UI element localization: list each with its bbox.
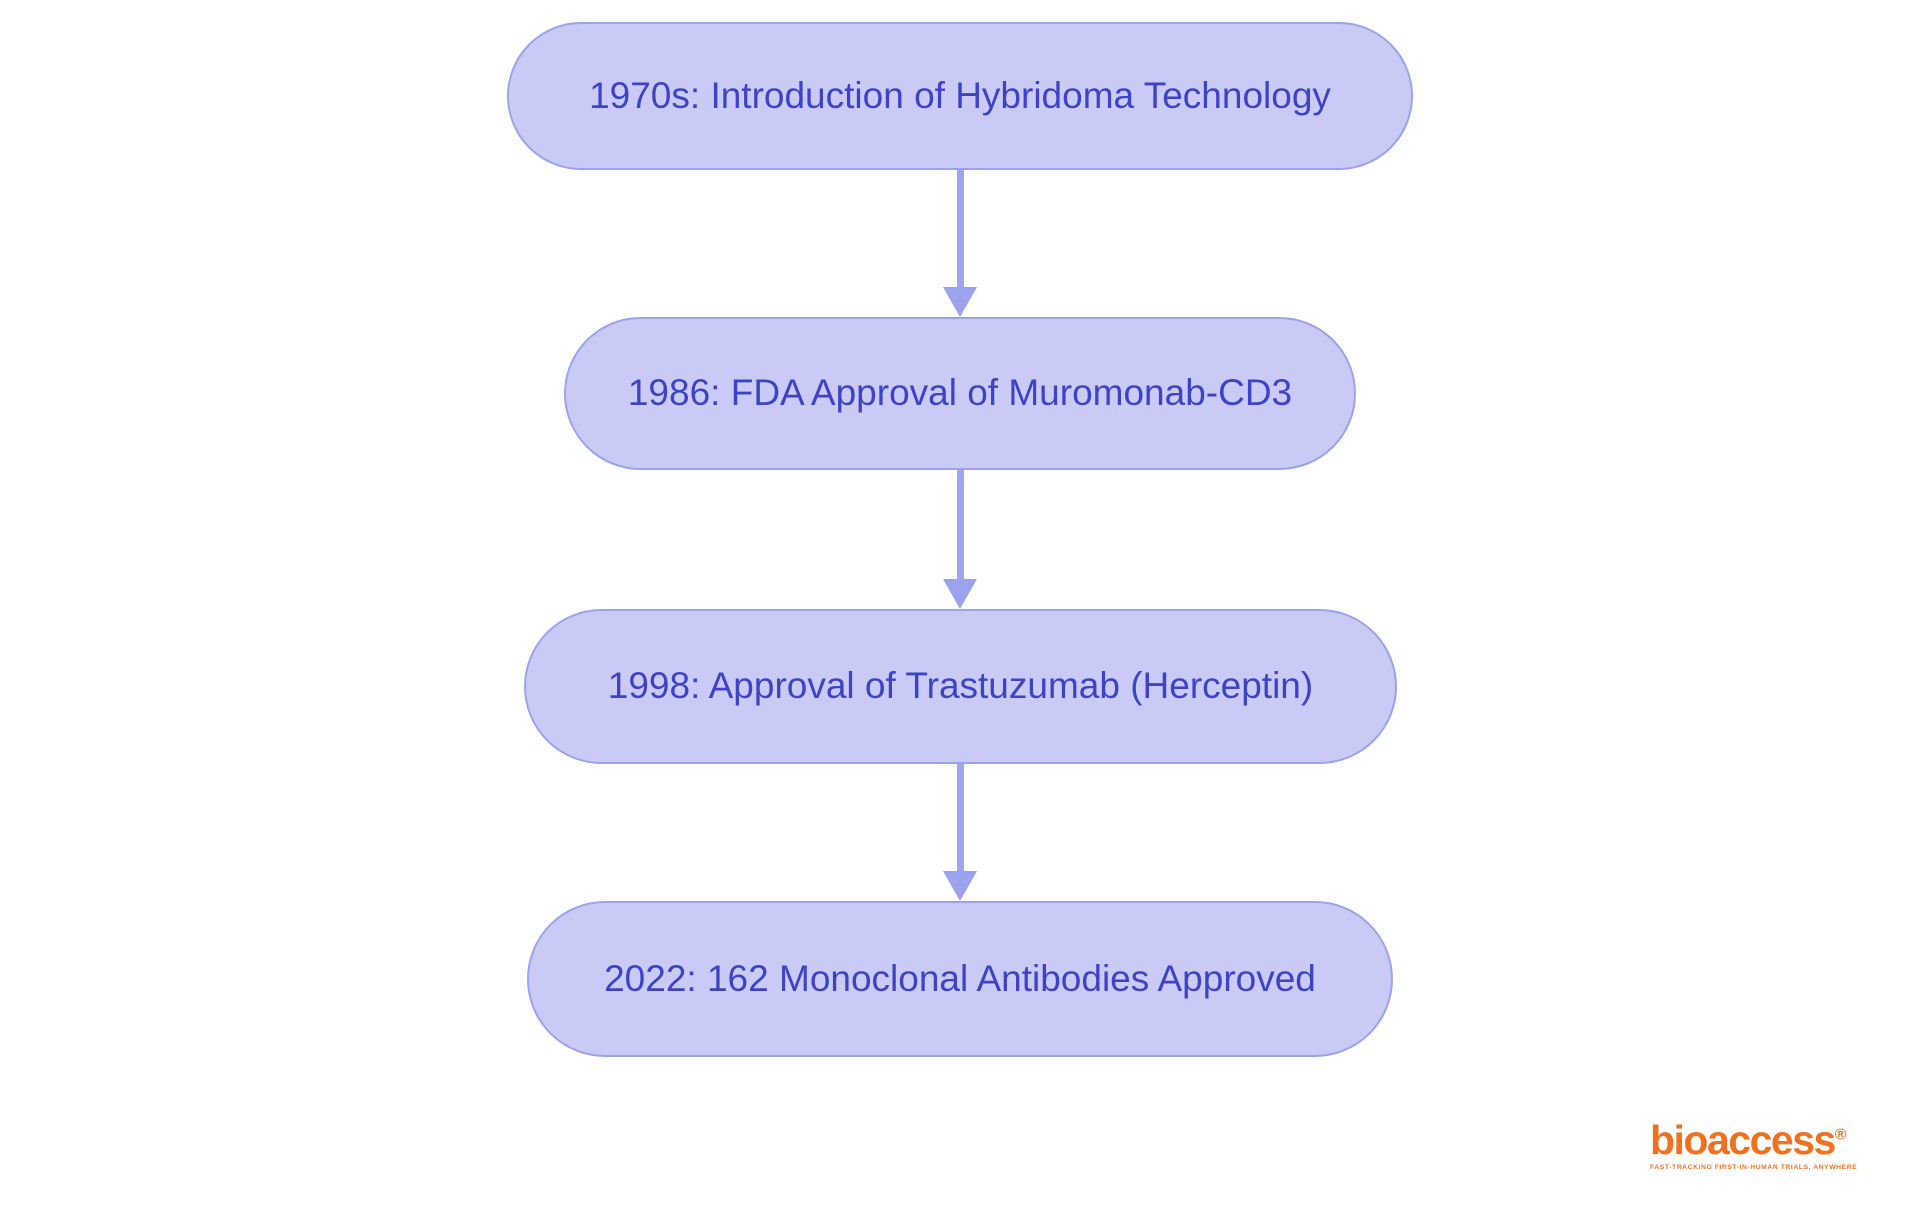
- timeline-node-label: 1986: FDA Approval of Muromonab-CD3: [627, 372, 1293, 414]
- timeline-node-label: 2022: 162 Monoclonal Antibodies Approved: [604, 957, 1316, 999]
- arrowhead-down-icon: [943, 287, 977, 317]
- flow-arrow-down-2: [943, 470, 977, 609]
- timeline-node-1998: 1998: Approval of Trastuzumab (Herceptin…: [524, 609, 1397, 764]
- bioaccess-logo: bioaccess® FAST-TRACKING FIRST-IN-HUMAN …: [1650, 1120, 1880, 1172]
- bioaccess-tagline: FAST-TRACKING FIRST-IN-HUMAN TRIALS, ANY…: [1650, 1164, 1858, 1171]
- arrowhead-down-icon: [943, 579, 977, 609]
- timeline-node-label: 1998: Approval of Trastuzumab (Herceptin…: [607, 665, 1314, 707]
- arrow-shaft: [956, 764, 964, 871]
- registered-trademark-icon: ®: [1834, 1126, 1847, 1144]
- arrow-shaft: [956, 470, 964, 579]
- timeline-node-1986: 1986: FDA Approval of Muromonab-CD3: [564, 317, 1356, 470]
- bioaccess-wordmark-text: bioaccess: [1650, 1117, 1836, 1163]
- timeline-node-1970s: 1970s: Introduction of Hybridoma Technol…: [507, 22, 1413, 170]
- flow-arrow-down-3: [943, 764, 977, 901]
- timeline-node-2022: 2022: 162 Monoclonal Antibodies Approved: [527, 901, 1393, 1057]
- arrowhead-down-icon: [943, 871, 977, 901]
- timeline-node-label: 1970s: Introduction of Hybridoma Technol…: [589, 74, 1331, 116]
- bioaccess-wordmark: bioaccess®: [1650, 1120, 1880, 1161]
- flow-arrow-down-1: [943, 170, 977, 317]
- arrow-shaft: [956, 170, 964, 287]
